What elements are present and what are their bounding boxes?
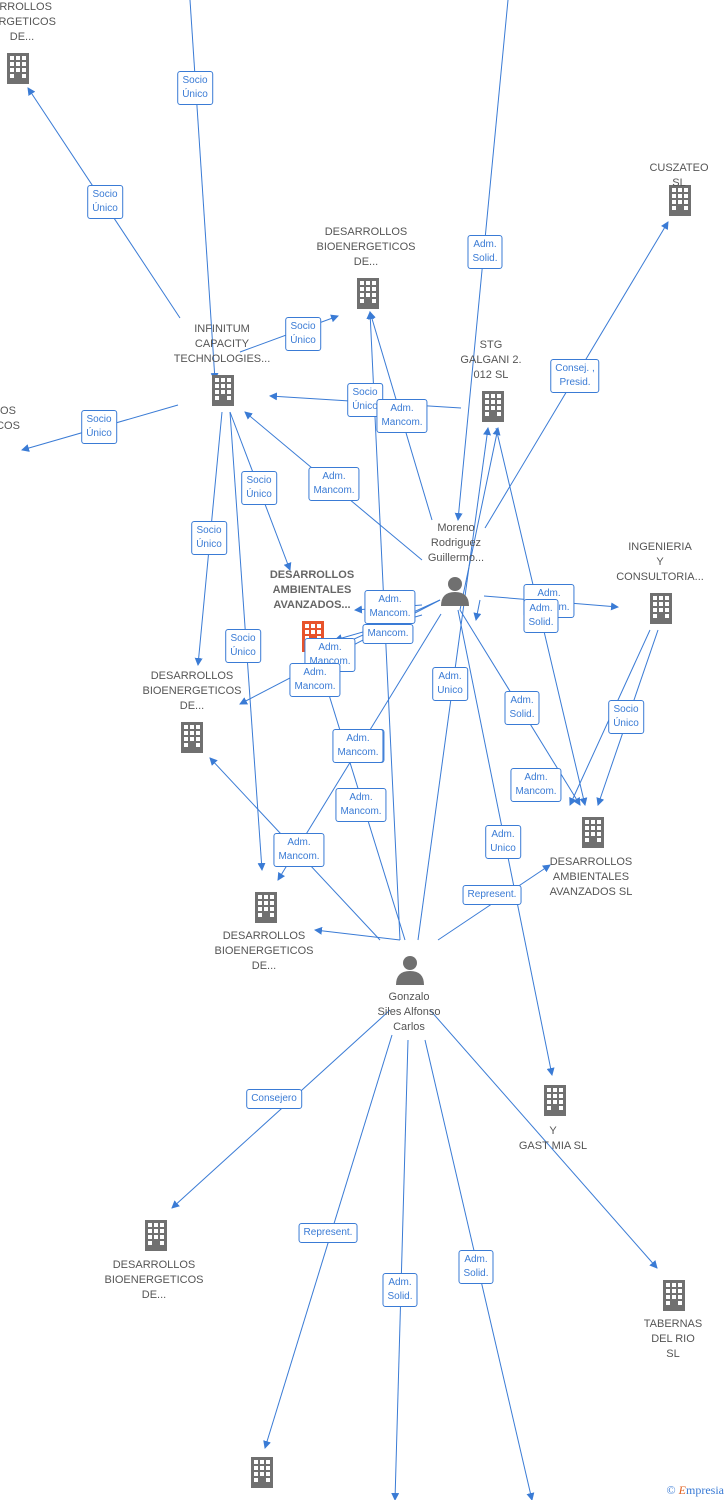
relation-label[interactable]: Socio Único — [225, 629, 261, 663]
relation-label[interactable]: Adm. Mancom. — [335, 788, 387, 822]
relation-label[interactable]: Adm. Solid. — [523, 599, 559, 633]
building-icon[interactable] — [145, 1220, 167, 1251]
relation-label[interactable]: Consejero — [246, 1089, 302, 1109]
building-icon[interactable] — [212, 375, 234, 406]
person-icon[interactable] — [396, 956, 424, 985]
node-label[interactable]: INGENIERIA Y CONSULTORIA... — [616, 541, 704, 583]
node-label[interactable]: Y GAST MIA SL — [518, 1125, 588, 1152]
node-label[interactable]: STG GALGANI 2. 012 SL — [460, 339, 522, 381]
building-icon[interactable] — [181, 722, 203, 753]
node-label[interactable]: ARROLLOS IERGETICOS DE... — [0, 1, 56, 43]
building-icon[interactable] — [544, 1085, 566, 1116]
relation-label[interactable]: Represent. — [462, 885, 522, 905]
relation-label[interactable]: Socio Único — [608, 700, 644, 734]
relation-label[interactable]: Adm. Mancom. — [376, 399, 428, 433]
edge-line — [391, 1039, 409, 1500]
edge-line — [429, 1009, 658, 1269]
node-label[interactable]: DESARROLLOS AMBIENTALES AVANZADOS SL — [549, 856, 633, 898]
relation-label[interactable]: Socio Único — [87, 185, 123, 219]
relation-label[interactable]: Adm. Solid. — [458, 1250, 494, 1284]
building-icon[interactable] — [482, 391, 504, 422]
empresia-logo: © Empresia — [666, 1483, 724, 1497]
relation-label[interactable]: Represent. — [298, 1223, 358, 1243]
building-icon[interactable] — [650, 593, 672, 624]
relation-label[interactable]: Socio Único — [241, 471, 277, 505]
relation-label[interactable]: Adm. Mancom. — [364, 590, 416, 624]
edge-line — [473, 599, 482, 621]
relation-label[interactable]: Adm. Unico — [432, 667, 468, 701]
relation-label[interactable]: Mancom. — [362, 624, 414, 644]
relation-label[interactable]: Adm. Solid. — [467, 235, 503, 269]
building-icon[interactable] — [582, 817, 604, 848]
relation-label[interactable]: Adm. Unico — [485, 825, 521, 859]
edge-line — [171, 1009, 391, 1209]
relation-label[interactable]: Socio Único — [285, 317, 321, 351]
relation-label[interactable]: Adm. Mancom. — [332, 729, 384, 763]
person-icon[interactable] — [441, 577, 469, 606]
node-label[interactable]: DESARROLLOS BIOENERGETICOS DE... — [104, 1259, 204, 1301]
relation-label[interactable]: Adm. Solid. — [504, 691, 540, 725]
relation-label[interactable]: Adm. Mancom. — [289, 663, 341, 697]
relation-label[interactable]: Consej. , Presid. — [550, 359, 600, 393]
node-label[interactable]: DESARROLLOS AMBIENTALES AVANZADOS... — [269, 569, 355, 611]
edge-line — [459, 427, 501, 611]
relation-label[interactable]: Adm. Mancom. — [308, 467, 360, 501]
node-label[interactable]: OS COS — [0, 405, 20, 432]
node-label[interactable]: CUSZATEO SL — [649, 162, 709, 189]
node-label[interactable]: Moreno Rodriguez Guillermo... — [427, 522, 485, 564]
building-icon[interactable] — [251, 1457, 273, 1488]
node-label[interactable]: DESARROLLOS BIOENERGETICOS DE... — [316, 226, 416, 268]
edge-line — [314, 926, 401, 941]
node-label[interactable]: INFINITUM CAPACITY TECHNOLOGIES... — [173, 323, 271, 365]
node-label[interactable]: DESARROLLOS BIOENERGETICOS DE... — [142, 670, 242, 712]
edge-line — [189, 0, 219, 381]
relation-label[interactable]: Socio Único — [177, 71, 213, 105]
relation-label[interactable]: Adm. Mancom. — [273, 833, 325, 867]
building-icon[interactable] — [255, 892, 277, 923]
relation-label[interactable]: Adm. Solid. — [382, 1273, 418, 1307]
node-label[interactable]: TABERNAS DEL RIO SL — [643, 1318, 703, 1360]
node-label[interactable]: DESARROLLOS BIOENERGETICOS DE... — [214, 930, 314, 972]
node-label[interactable]: Gonzalo Siles Alfonso Carlos — [377, 991, 441, 1033]
relation-label[interactable]: Adm. Mancom. — [510, 768, 562, 802]
building-icon[interactable] — [7, 53, 29, 84]
relation-label[interactable]: Socio Único — [191, 521, 227, 555]
building-icon[interactable] — [357, 278, 379, 309]
building-icon[interactable] — [663, 1280, 685, 1311]
relation-label[interactable]: Socio Único — [81, 410, 117, 444]
